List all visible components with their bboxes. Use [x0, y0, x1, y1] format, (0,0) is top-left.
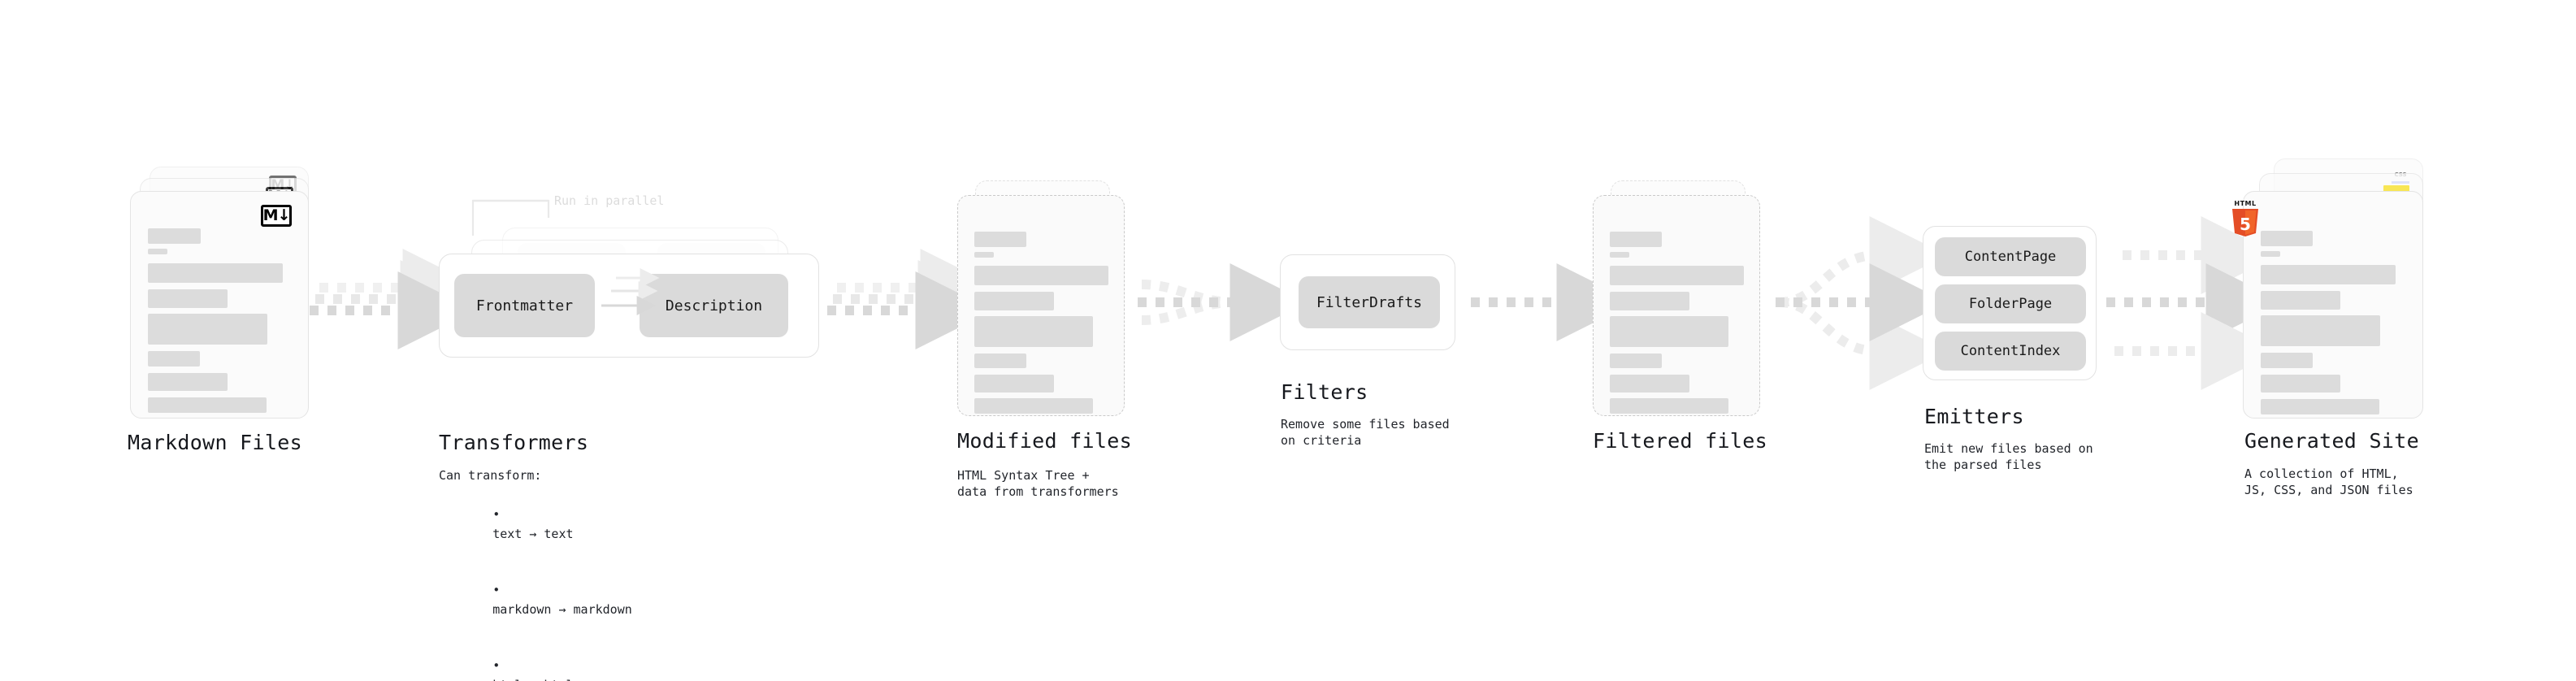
modified-files-stack: [957, 180, 1144, 416]
transformers-subtitle: Can transform:: [439, 468, 542, 483]
emitters-subtitle: Emit new files based on the parsed files: [1924, 441, 2093, 473]
skeleton-bar: [148, 228, 201, 244]
skeleton-bar: [974, 398, 1093, 414]
bullet-marker: •: [492, 658, 501, 674]
filters-subtitle: Remove some files based on criteria: [1281, 417, 1450, 449]
skeleton-bar: [1610, 232, 1662, 247]
bullet-label: html → html: [492, 678, 573, 681]
skeleton-bar: [1610, 316, 1728, 347]
generated-file-card-html: HTML 5: [2232, 191, 2423, 419]
skeleton-bar: [2261, 315, 2380, 346]
skeleton-bar: [148, 351, 200, 367]
stage-title-generated-site: Generated Site: [2244, 429, 2419, 453]
bullet-marker: •: [492, 507, 501, 523]
arrow-emitters-to-site: [2106, 216, 2284, 390]
skeleton-bar: [148, 397, 267, 413]
run-in-parallel-leader: [471, 199, 550, 236]
bullet-row: • text → text: [449, 487, 632, 562]
skeleton-bar: [2261, 291, 2340, 310]
markdown-logo-arrow: ↓: [277, 206, 291, 224]
skeleton-bar: [2261, 399, 2379, 414]
stage-title-emitters: Emitters: [1924, 405, 2024, 428]
transformer-chip-description[interactable]: Description: [640, 274, 788, 337]
transformer-chip-frontmatter[interactable]: Frontmatter: [454, 274, 595, 337]
skeleton-bar: [974, 266, 1108, 285]
skeleton-bar: [148, 263, 283, 283]
skeleton-bar: [2261, 265, 2396, 284]
emitter-chip-folderpage[interactable]: FolderPage: [1935, 284, 2086, 323]
skeleton-bar: [974, 375, 1054, 393]
skeleton-bar: [2261, 353, 2313, 368]
skeleton-bar: [148, 373, 228, 391]
skeleton-bar: [1610, 398, 1728, 414]
stage-title-markdown-files: Markdown Files: [128, 431, 302, 454]
bullet-row: • markdown → markdown: [449, 562, 632, 638]
skeleton-bar: [1610, 252, 1629, 258]
skeleton-bar: [974, 252, 994, 258]
stage-title-filtered-files: Filtered files: [1593, 429, 1767, 453]
run-in-parallel-note: Run in parallel: [554, 193, 665, 208]
emitters-group: ContentPage FolderPage ContentIndex: [1923, 226, 2097, 380]
modified-file-card-front: [957, 195, 1125, 416]
bullet-marker: •: [492, 583, 501, 598]
skeleton-bar: [974, 232, 1026, 247]
transformers-group: Frontmatter Description: [439, 203, 861, 366]
arrow-transformers-to-modified: [827, 249, 999, 349]
bullet-label: text → text: [492, 526, 574, 541]
arrow-markdown-to-transformers: [310, 249, 481, 349]
generated-site-stack: CSS HTML 5: [2232, 158, 2446, 419]
html5-logo-digit: 5: [2240, 215, 2251, 234]
html5-logo-icon: HTML 5: [2229, 200, 2262, 239]
html5-shield-shape: 5: [2232, 209, 2258, 236]
bullet-row: • html → html: [449, 638, 632, 681]
stage-title-filters: Filters: [1281, 380, 1368, 404]
stage-title-transformers: Transformers: [439, 431, 589, 454]
skeleton-bar: [974, 316, 1093, 347]
arrow-filtered-to-emitters: [1776, 216, 1948, 390]
bullet-label: markdown → markdown: [492, 601, 632, 617]
skeleton-bar: [148, 314, 267, 345]
skeleton-bar: [1610, 292, 1689, 310]
filtered-files-stack: [1593, 180, 1780, 416]
skeleton-bar: [2261, 375, 2340, 393]
transformer-internal-arrows: [601, 268, 660, 315]
filtered-file-card-front: [1593, 195, 1760, 416]
skeleton-bar: [974, 292, 1054, 310]
skeleton-bar: [1610, 266, 1744, 285]
generated-site-subtitle: A collection of HTML, JS, CSS, and JSON …: [2244, 466, 2413, 498]
markdown-file-card-front: M↓: [130, 191, 309, 419]
markdown-files-stack: M↓ M↓ M↓: [130, 167, 325, 419]
skeleton-bar: [1610, 375, 1689, 393]
skeleton-bar: [974, 354, 1026, 368]
skeleton-bar: [148, 289, 228, 308]
skeleton-bar: [148, 249, 167, 254]
transformers-bullets: • text → text • markdown → markdown • ht…: [449, 487, 632, 681]
filter-chip-filterdrafts[interactable]: FilterDrafts: [1299, 276, 1440, 328]
modified-files-subtitle: HTML Syntax Tree + data from transformer…: [957, 468, 1119, 500]
markdown-logo-icon: M↓: [261, 205, 292, 227]
skeleton-bar: [1610, 354, 1662, 368]
skeleton-bar: [2261, 251, 2280, 257]
skeleton-bar: [2261, 231, 2313, 246]
emitter-chip-contentpage[interactable]: ContentPage: [1935, 237, 2086, 276]
filters-group: FilterDrafts: [1280, 254, 1455, 350]
html5-logo-word: HTML: [2234, 200, 2257, 207]
transformer-card-front: Frontmatter Description: [439, 254, 819, 358]
stage-title-modified-files: Modified files: [957, 429, 1132, 453]
markdown-logo-letter: M: [262, 206, 279, 224]
arrow-modified-to-filters: [1138, 263, 1308, 341]
emitter-chip-contentindex[interactable]: ContentIndex: [1935, 332, 2086, 371]
